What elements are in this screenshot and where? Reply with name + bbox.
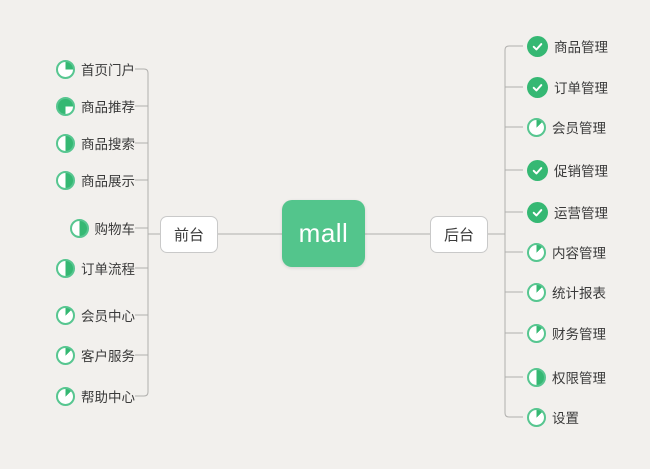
- task-progress-pie-icon: [527, 242, 546, 262]
- task-progress-pie-icon: [56, 386, 75, 406]
- topic-item[interactable]: 帮助中心: [56, 385, 135, 407]
- task-progress-pie-icon: [527, 407, 546, 427]
- topic-label: 权限管理: [552, 371, 606, 386]
- topic-label: 内容管理: [552, 246, 606, 261]
- topic-item[interactable]: 订单管理: [527, 76, 608, 98]
- topic-label: 设置: [552, 411, 579, 426]
- topic-label: 商品搜索: [81, 137, 135, 152]
- task-progress-pie-icon: [56, 258, 75, 278]
- branch-node-frontend[interactable]: 前台: [160, 216, 218, 253]
- task-progress-pie-icon: [56, 59, 75, 79]
- topic-label: 统计报表: [552, 286, 606, 301]
- topic-label: 商品展示: [81, 174, 135, 189]
- task-progress-pie-icon: [527, 367, 546, 387]
- topic-label: 商品管理: [554, 40, 608, 55]
- task-progress-pie-icon: [527, 117, 546, 137]
- task-progress-pie-icon: [56, 133, 75, 153]
- task-progress-pie-icon: [527, 282, 546, 302]
- branch-node-backend[interactable]: 后台: [430, 216, 488, 253]
- link-right-spine: [504, 45, 523, 418]
- task-progress-pie-icon: [69, 218, 89, 238]
- topic-item[interactable]: 商品推荐: [56, 95, 135, 117]
- topic-label: 会员中心: [81, 309, 135, 324]
- link-left-spine: [135, 68, 149, 397]
- topic-label: 财务管理: [552, 327, 606, 342]
- topic-label: 首页门户: [81, 63, 135, 78]
- topic-item[interactable]: 权限管理: [527, 366, 606, 388]
- task-done-check-icon: [527, 159, 548, 181]
- topic-label: 订单流程: [81, 262, 135, 277]
- topic-item[interactable]: 促销管理: [527, 159, 608, 181]
- task-progress-pie-icon: [56, 345, 75, 365]
- center-node-mall[interactable]: mall: [282, 200, 365, 267]
- task-done-check-icon: [527, 201, 548, 223]
- topic-item[interactable]: 会员管理: [527, 116, 606, 138]
- topic-item[interactable]: 会员中心: [56, 304, 135, 326]
- topic-item[interactable]: 财务管理: [527, 322, 606, 344]
- topic-item[interactable]: 首页门户: [56, 58, 135, 80]
- topic-label: 会员管理: [552, 121, 606, 136]
- topic-item[interactable]: 设置: [527, 406, 579, 428]
- task-progress-pie-icon: [56, 305, 75, 325]
- topic-label: 帮助中心: [81, 390, 135, 405]
- topic-item[interactable]: 商品搜索: [56, 132, 135, 154]
- topic-item[interactable]: 订单流程: [56, 257, 135, 279]
- topic-label: 购物车: [94, 222, 136, 237]
- task-done-check-icon: [527, 76, 548, 98]
- task-progress-pie-icon: [56, 170, 75, 190]
- topic-item[interactable]: 商品展示: [56, 169, 135, 191]
- topic-label: 商品推荐: [81, 100, 135, 115]
- topic-item[interactable]: 购物车: [69, 217, 136, 239]
- topic-item[interactable]: 运营管理: [527, 201, 608, 223]
- task-progress-pie-icon: [527, 323, 546, 343]
- topic-label: 订单管理: [554, 81, 608, 96]
- topic-item[interactable]: 统计报表: [527, 281, 606, 303]
- topic-item[interactable]: 内容管理: [527, 241, 606, 263]
- topic-label: 促销管理: [554, 164, 608, 179]
- topic-label: 运营管理: [554, 206, 608, 221]
- topic-item[interactable]: 商品管理: [527, 35, 608, 57]
- task-progress-pie-icon: [56, 96, 75, 116]
- topic-item[interactable]: 客户服务: [56, 344, 135, 366]
- task-done-check-icon: [527, 35, 548, 57]
- topic-label: 客户服务: [81, 349, 135, 364]
